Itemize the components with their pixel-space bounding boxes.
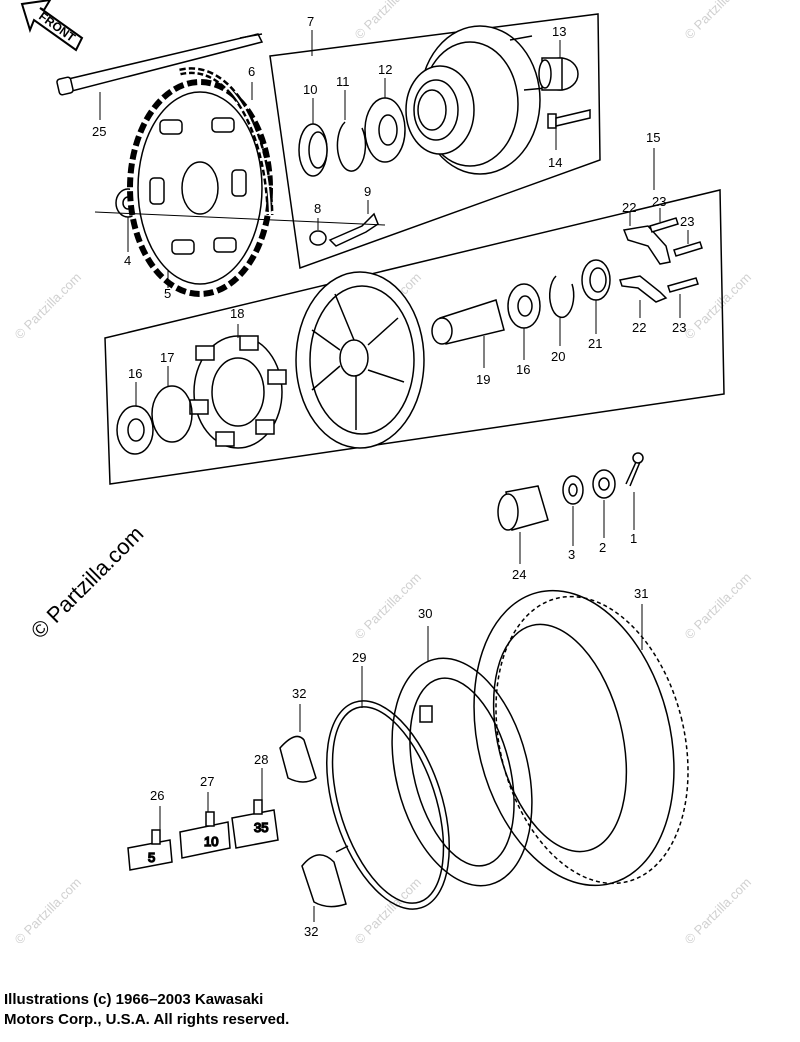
callout-10: 10 xyxy=(303,82,317,97)
washer-part xyxy=(562,475,584,546)
hub-bolt-part xyxy=(547,109,591,150)
watermark: © Partzilla.com xyxy=(352,0,425,42)
hub-damper-part xyxy=(189,324,287,449)
weight-stamp: 35 xyxy=(254,820,268,835)
callout-20: 20 xyxy=(551,349,565,364)
cast-wheel-part xyxy=(295,271,425,449)
callout-24: 24 xyxy=(512,567,526,582)
callout-4: 4 xyxy=(124,253,131,268)
callout-5: 5 xyxy=(164,286,171,301)
copyright-line-1: Illustrations (c) 1966–2003 Kawasaki xyxy=(4,991,264,1008)
callout-17: 17 xyxy=(160,350,174,365)
watermark-main: © Partzilla.com xyxy=(26,521,149,644)
callout-15: 15 xyxy=(646,130,660,145)
axle-collar-part xyxy=(497,485,549,564)
watermark: © Partzilla.com xyxy=(352,875,425,948)
copyright-footer: Illustrations (c) 1966–2003 Kawasaki Mot… xyxy=(4,990,796,1030)
callout-2: 2 xyxy=(599,540,606,555)
callout-3: 3 xyxy=(568,547,575,562)
wheel-spacer-part xyxy=(431,299,505,368)
watermark: © Partzilla.com xyxy=(682,570,755,643)
hub-seal-part xyxy=(298,98,328,177)
callout-27: 27 xyxy=(200,774,214,789)
callout-30: 30 xyxy=(418,606,432,621)
wheel-seal-part xyxy=(581,259,611,334)
callout-14: 14 xyxy=(548,155,562,170)
callout-16: 16 xyxy=(128,366,142,381)
drive-chain-part xyxy=(179,67,274,216)
watermark: © Partzilla.com xyxy=(12,875,85,948)
circlip-part xyxy=(336,90,367,172)
tire-part xyxy=(473,589,689,887)
copyright-line-2: Motors Corp., U.S.A. All rights reserved… xyxy=(4,1011,290,1028)
cotter-pin-part xyxy=(625,452,644,530)
weight-stamp: 5 xyxy=(148,850,155,865)
callout-9: 9 xyxy=(364,184,371,199)
callout-25: 25 xyxy=(92,124,106,139)
callout-1: 1 xyxy=(630,531,637,546)
wheel-bearing-part xyxy=(116,382,154,455)
lock-plate-part xyxy=(94,200,386,247)
callout-23: 23 xyxy=(652,194,666,209)
wheel-bearing-part xyxy=(507,283,541,360)
hub-bearing-part xyxy=(364,78,406,163)
callout-31: 31 xyxy=(634,586,648,601)
balance-weight-part xyxy=(279,704,317,783)
callout-11: 11 xyxy=(336,74,350,89)
watermark: © Partzilla.com xyxy=(682,875,755,948)
o-ring-part xyxy=(151,366,193,443)
callout-7: 7 xyxy=(307,14,314,29)
hub-nut-part xyxy=(309,218,327,246)
callout-23: 23 xyxy=(680,214,694,229)
callout-32: 32 xyxy=(292,686,306,701)
balance-weight-part: 35 xyxy=(231,768,279,849)
collar-part xyxy=(538,40,579,91)
watermark: © Partzilla.com xyxy=(12,270,85,343)
callout-13: 13 xyxy=(552,24,566,39)
callout-28: 28 xyxy=(254,752,268,767)
callout-22: 22 xyxy=(632,320,646,335)
callout-21: 21 xyxy=(588,336,602,351)
callout-23: 23 xyxy=(672,320,686,335)
rear-sprocket-part xyxy=(127,79,273,297)
rim-band-part xyxy=(326,666,450,910)
callout-18: 18 xyxy=(230,306,244,321)
castle-nut-part xyxy=(592,469,616,538)
axle-part xyxy=(56,33,264,120)
callout-12: 12 xyxy=(378,62,392,77)
balance-weight-part: 10 xyxy=(179,792,231,859)
front-arrow: FRONT xyxy=(20,0,84,52)
callout-22: 22 xyxy=(622,200,636,215)
inner-tube-part xyxy=(391,626,533,887)
callout-8: 8 xyxy=(314,201,321,216)
watermark: © Partzilla.com xyxy=(682,0,755,42)
caliper-bolt-part xyxy=(649,208,703,318)
hub-drum-part xyxy=(405,25,547,175)
circlip-part xyxy=(548,275,575,346)
wheel-group-box xyxy=(104,148,725,485)
callout-6: 6 xyxy=(248,64,255,79)
balance-weight-part xyxy=(301,845,349,922)
caliper-plate-part xyxy=(619,212,671,318)
weight-stamp: 10 xyxy=(204,834,218,849)
callout-29: 29 xyxy=(352,650,366,665)
callout-labels: 1 2 3 4 5 6 7 8 9 10 11 12 13 14 15 16 1… xyxy=(92,14,694,939)
watermark: © Partzilla.com xyxy=(352,570,425,643)
callout-26: 26 xyxy=(150,788,164,803)
callout-16: 16 xyxy=(516,362,530,377)
callout-19: 19 xyxy=(476,372,490,387)
callout-32: 32 xyxy=(304,924,318,939)
balance-weight-part: 5 xyxy=(127,806,173,871)
